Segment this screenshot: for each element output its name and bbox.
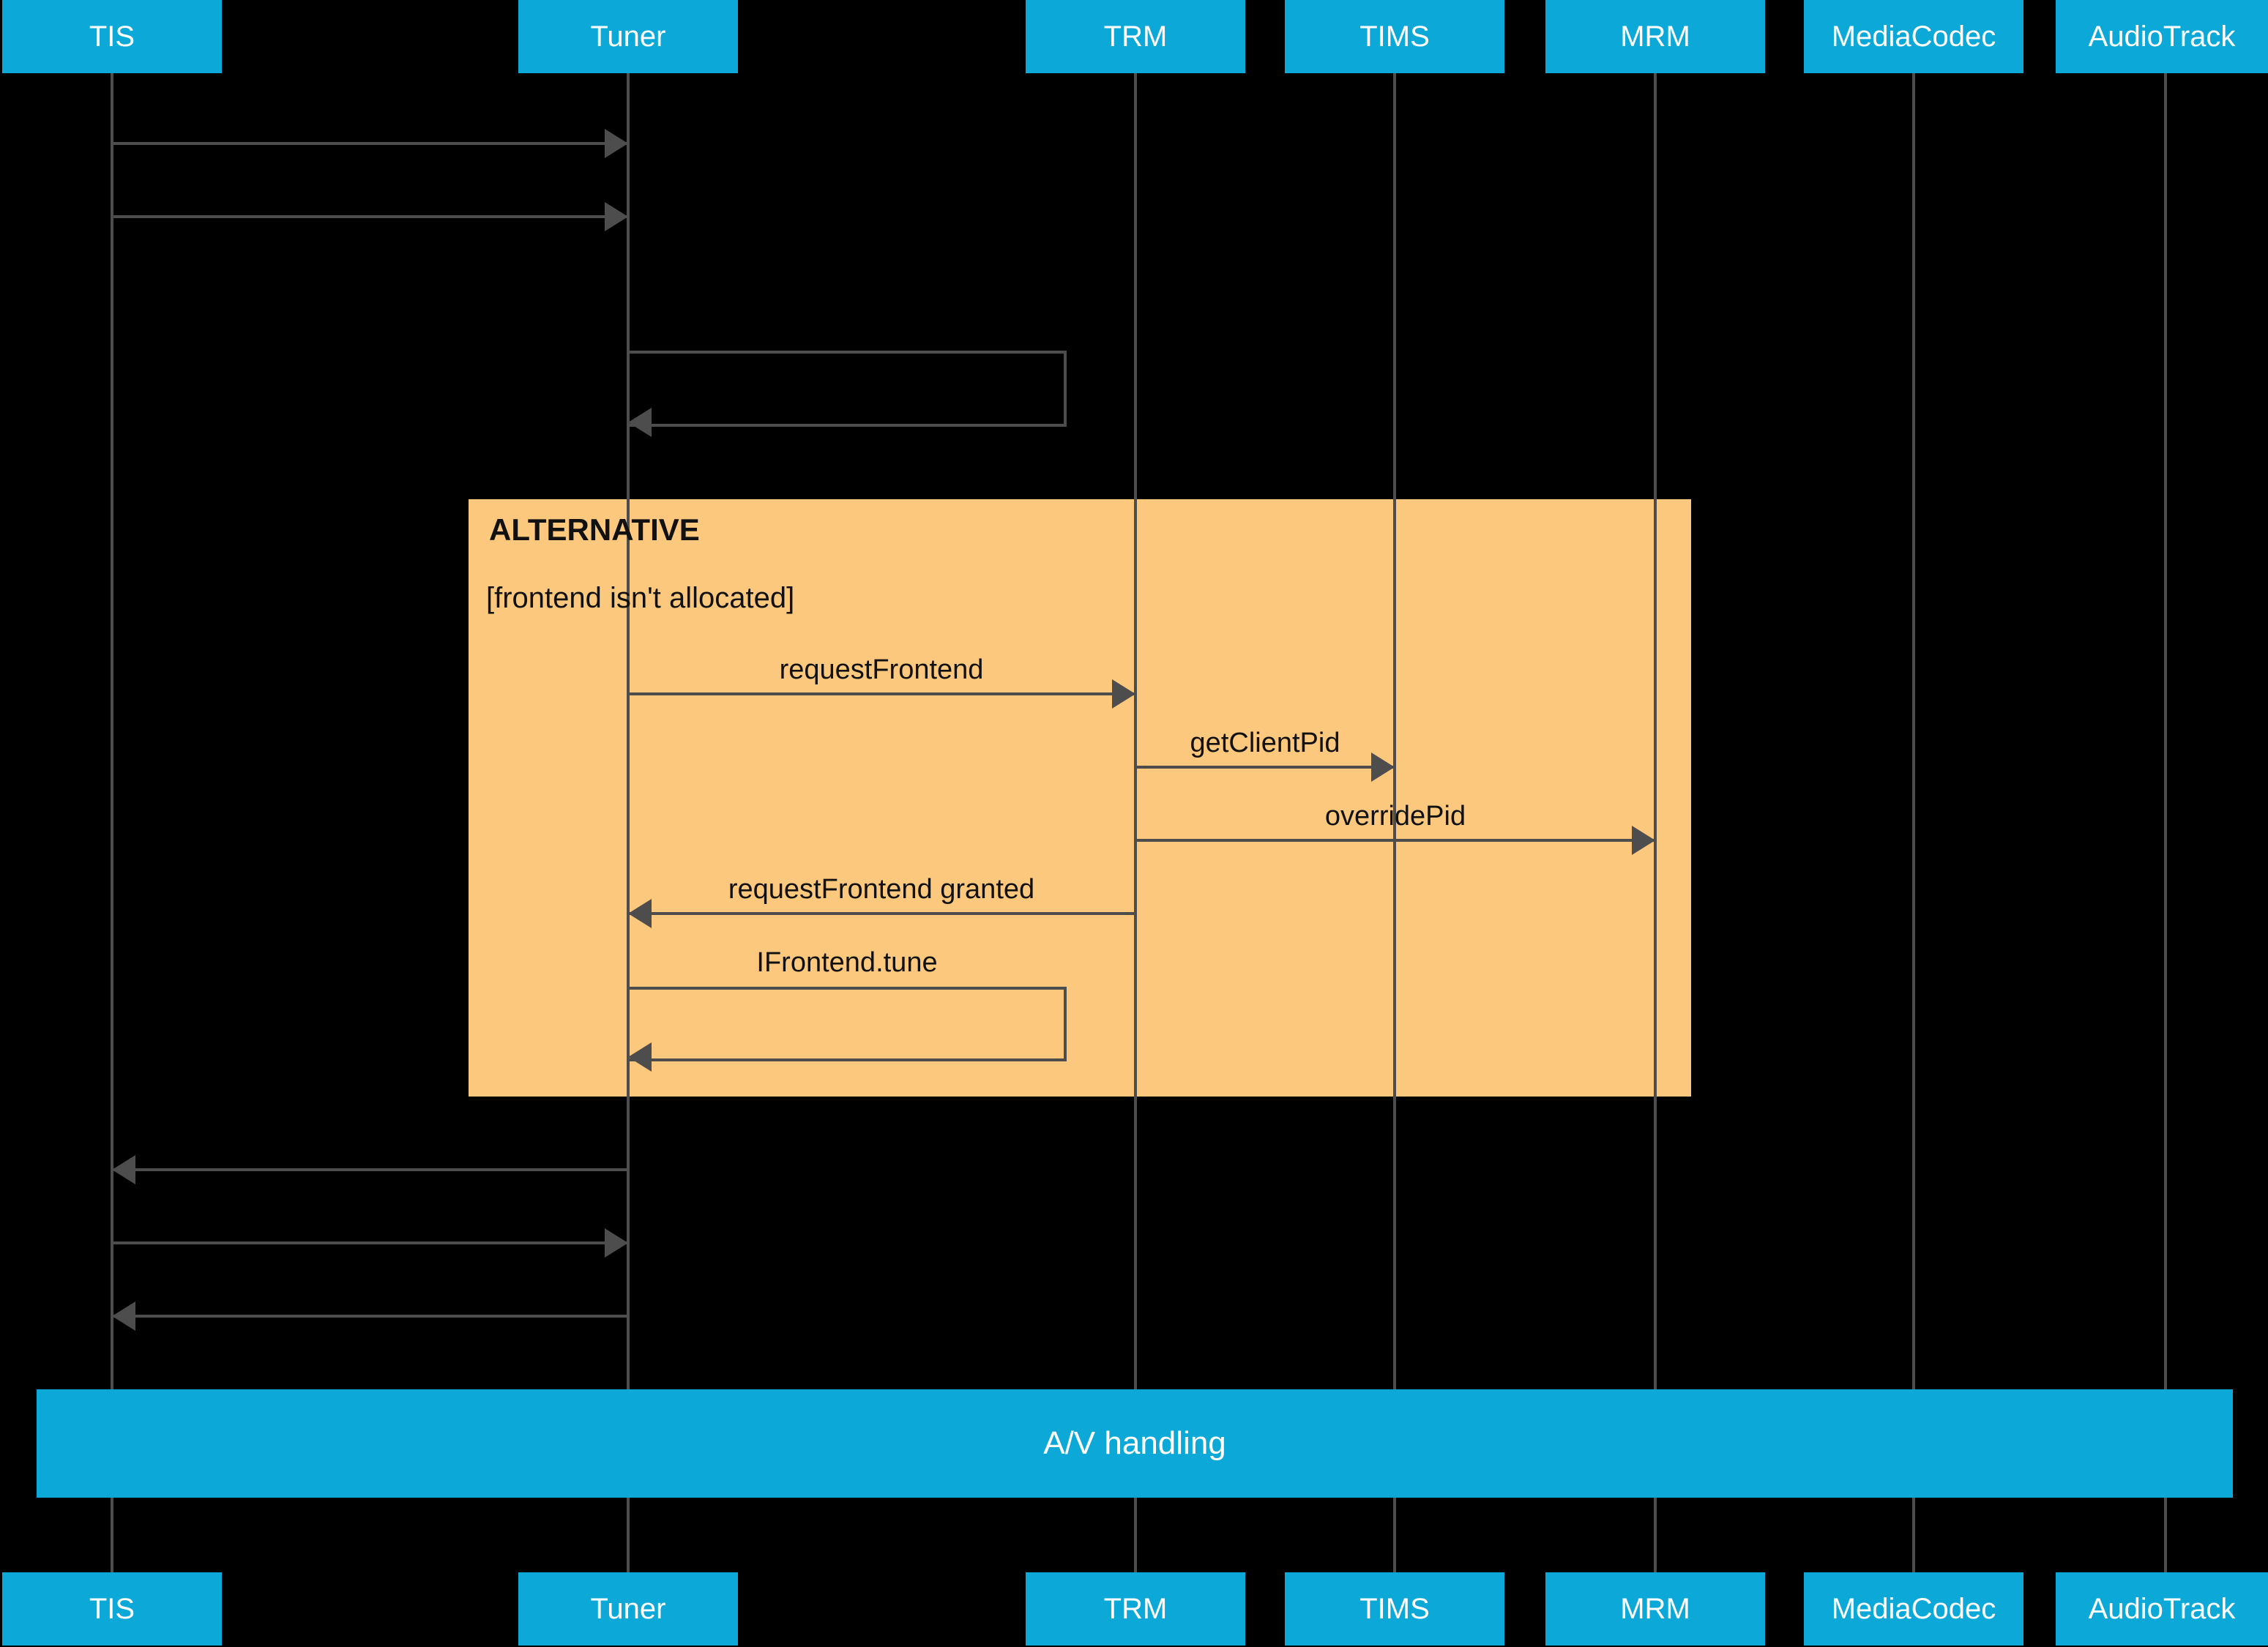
message-label-request-frontend: requestFrontend: [779, 654, 984, 685]
alt-guard-label: [frontend isn't allocated]: [486, 582, 795, 614]
tuner-self-call-box: [628, 351, 1067, 427]
arrowhead-get-client-pid: [1371, 752, 1395, 782]
arrow-tuner-to-tis-2: [112, 1315, 628, 1318]
actor-bottom-tuner: Tuner: [518, 1572, 738, 1646]
actor-bottom-mrm: MRM: [1545, 1572, 1765, 1646]
arrowhead-request-frontend: [1112, 679, 1135, 709]
arrow-tis-to-tuner-2: [112, 215, 628, 218]
message-label-request-frontend-granted: requestFrontend granted: [728, 874, 1035, 905]
actor-top-audiotrack: AudioTrack: [2056, 0, 2268, 73]
arrowhead-override-pid: [1632, 826, 1655, 855]
lifeline-mediacodec: [1912, 73, 1915, 1572]
arrowhead-request-frontend-granted: [628, 899, 652, 928]
lifeline-tims: [1393, 73, 1396, 1572]
lifeline-tis: [111, 73, 113, 1572]
actor-top-trm: TRM: [1026, 0, 1245, 73]
av-handling-bar: A/V handling: [37, 1389, 2233, 1498]
lifeline-mrm: [1654, 73, 1657, 1572]
actor-bottom-tims: TIMS: [1285, 1572, 1504, 1646]
message-label-get-client-pid: getClientPid: [1190, 728, 1340, 758]
actor-top-mediacodec: MediaCodec: [1804, 0, 2023, 73]
actor-bottom-mediacodec: MediaCodec: [1804, 1572, 2023, 1646]
actor-bottom-audiotrack: AudioTrack: [2056, 1572, 2268, 1646]
arrow-tis-to-tuner-1: [112, 142, 628, 145]
arrowhead-tis-to-tuner-3: [605, 1228, 628, 1258]
alt-operator-label: ALTERNATIVE: [489, 512, 700, 547]
ifrontend-tune-self-call-box: [628, 987, 1067, 1061]
message-label-ifrontend-tune: IFrontend.tune: [756, 947, 938, 978]
arrowhead-tuner-to-tis-2: [112, 1301, 135, 1331]
actor-top-mrm: MRM: [1545, 0, 1765, 73]
actor-top-tims: TIMS: [1285, 0, 1504, 73]
arrowhead-tuner-to-tis-1: [112, 1155, 135, 1184]
message-label-override-pid: overridePid: [1324, 801, 1466, 832]
arrowhead-tis-to-tuner-1: [605, 129, 628, 158]
lifeline-trm: [1134, 73, 1137, 1572]
lifeline-tuner: [627, 73, 630, 1572]
actor-bottom-trm: TRM: [1026, 1572, 1245, 1646]
arrow-request-frontend: [628, 692, 1135, 695]
arrow-tis-to-tuner-3: [112, 1241, 628, 1244]
actor-bottom-tis: TIS: [2, 1572, 222, 1646]
arrowhead-ifrontend-tune: [628, 1042, 652, 1072]
arrow-get-client-pid: [1135, 766, 1395, 769]
arrow-tuner-to-tis-1: [112, 1168, 628, 1171]
alt-fragment-box: [469, 499, 1691, 1097]
arrow-request-frontend-granted: [628, 912, 1135, 915]
arrow-override-pid: [1135, 839, 1655, 842]
lifeline-audiotrack: [2164, 73, 2167, 1572]
actor-top-tuner: Tuner: [518, 0, 738, 73]
arrowhead-tuner-self-call: [628, 408, 652, 437]
actor-top-tis: TIS: [2, 0, 222, 73]
arrowhead-tis-to-tuner-2: [605, 202, 628, 231]
